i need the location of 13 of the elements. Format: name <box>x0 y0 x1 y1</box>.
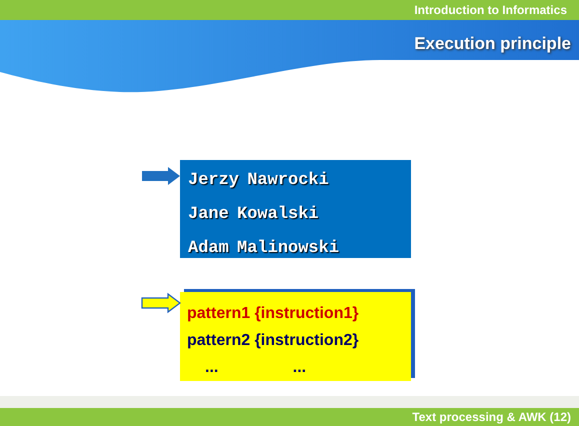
data-line: Adam Malinowski <box>188 238 340 260</box>
slide-title: Execution principle <box>414 34 571 54</box>
rule-list-box <box>180 292 411 381</box>
data-line: Jerzy Nawrocki <box>188 170 329 192</box>
name-list-box <box>180 160 411 258</box>
data-line: Jane Kowalski <box>188 204 319 226</box>
pointer-arrow <box>142 167 180 185</box>
code-line: ... ... <box>204 358 306 378</box>
code-line: pattern1 {instruction1} <box>187 304 359 324</box>
header-text: Introduction to Informatics <box>414 3 567 17</box>
pointer-arrow <box>141 292 181 314</box>
code-line: pattern2 {instruction2} <box>187 331 359 351</box>
footer-text: Text processing & AWK (12) <box>412 410 571 424</box>
